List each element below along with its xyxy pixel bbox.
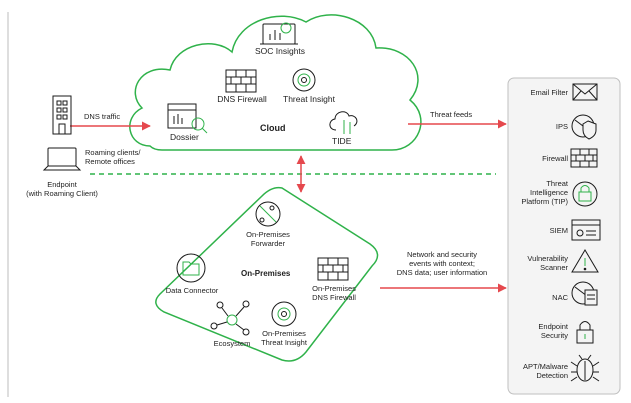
firewall-icon xyxy=(570,148,598,168)
siem-label: SIEM xyxy=(549,226,568,235)
data-connector-icon xyxy=(176,253,206,283)
dns-firewall-icon xyxy=(225,69,257,93)
ips-icon xyxy=(571,114,597,140)
cloud-title: Cloud xyxy=(260,123,286,133)
roaming-clients-line2: Remote offices xyxy=(85,157,135,166)
onprem-threat-insight-icon xyxy=(271,301,297,327)
tip-label-line3: Platform (TIP) xyxy=(521,197,568,206)
onprem-diamond xyxy=(155,186,379,362)
vulnerability-scanner-icon xyxy=(571,249,599,273)
dossier-label: Dossier xyxy=(170,132,199,142)
onprem-dns-firewall-line2: DNS Firewall xyxy=(312,293,356,302)
tide-label: TIDE xyxy=(332,136,352,146)
laptop-icon xyxy=(42,147,82,171)
endpoint-label-line1: Endpoint xyxy=(47,180,77,189)
endpoint-security-label: Endpoint Security xyxy=(512,322,568,340)
tip-label-line2: Intelligence xyxy=(530,188,568,197)
threat-feeds-label: Threat feeds xyxy=(430,110,473,119)
tip-label: Threat Intelligence Platform (TIP) xyxy=(512,179,568,206)
dossier-icon xyxy=(167,103,208,134)
endpoint-security-line1: Endpoint xyxy=(538,322,568,331)
apt-malware-line1: APT/Malware xyxy=(522,362,568,371)
roaming-clients-label: Roaming clients/ Remote offices xyxy=(85,148,140,166)
onprem-title: On-Premises xyxy=(241,269,291,278)
nac-label: NAC xyxy=(552,293,568,302)
endpoint-security-icon xyxy=(576,321,594,344)
cloud-shape xyxy=(129,14,422,151)
endpoint-label: Endpoint (with Roaming Client) xyxy=(16,180,108,198)
apt-malware-bug-icon xyxy=(570,354,600,382)
threat-insight-icon xyxy=(292,68,316,92)
firewall-label: Firewall xyxy=(542,154,568,163)
dns-firewall-label: DNS Firewall xyxy=(217,94,267,104)
onprem-threat-insight-line1: On-Premises xyxy=(262,329,306,338)
network-events-line1: Network and security xyxy=(406,250,478,259)
siem-icon xyxy=(571,219,601,241)
network-events-line2: events with context; xyxy=(409,259,475,268)
ecosystem-label: Ecosystem xyxy=(213,339,251,348)
tip-lock-icon xyxy=(572,181,598,207)
ecosystem-icon xyxy=(210,300,250,336)
onprem-forwarder-line2: Forwarder xyxy=(250,239,286,248)
network-events-line3: DNS data; user information xyxy=(396,268,488,277)
endpoint-label-line2: (with Roaming Client) xyxy=(26,189,98,198)
onprem-threat-insight-label: On-Premises Threat Insight xyxy=(252,329,316,347)
onprem-forwarder-line1: On-Premises xyxy=(246,230,290,239)
vulnerability-scanner-line2: Scanner xyxy=(540,263,568,272)
onprem-forwarder-icon xyxy=(255,201,281,227)
onprem-forwarder-label: On-Premises Forwarder xyxy=(236,230,300,248)
email-filter-label: Email Filter xyxy=(530,88,568,97)
onprem-threat-insight-line2: Threat Insight xyxy=(261,338,307,347)
onprem-dns-firewall-icon xyxy=(317,257,349,281)
apt-malware-label: APT/Malware Detection xyxy=(510,362,568,380)
tide-icon xyxy=(329,111,358,134)
nac-icon xyxy=(571,281,598,306)
vulnerability-scanner-line1: Vulnerability xyxy=(527,254,568,263)
roaming-clients-line1: Roaming clients/ xyxy=(85,148,141,157)
vulnerability-scanner-label: Vulnerability Scanner xyxy=(512,254,568,272)
data-connector-label: Data Connector xyxy=(165,286,219,295)
apt-malware-line2: Detection xyxy=(536,371,568,380)
soc-insights-label: SOC Insights xyxy=(254,46,306,56)
endpoint-security-line2: Security xyxy=(540,331,568,340)
office-building-icon xyxy=(52,95,72,135)
threat-insight-label: Threat Insight xyxy=(283,94,335,104)
ips-label: IPS xyxy=(555,122,568,131)
onprem-dns-firewall-label: On-Premises DNS Firewall xyxy=(302,284,366,302)
dns-traffic-label: DNS traffic xyxy=(84,112,121,121)
tip-label-line1: Threat xyxy=(546,179,568,188)
onprem-dns-firewall-line1: On-Premises xyxy=(312,284,356,293)
email-filter-icon xyxy=(572,83,598,101)
soc-insights-icon xyxy=(260,22,298,45)
security-ecosystem-panel xyxy=(507,77,621,395)
network-events-label: Network and security events with context… xyxy=(382,250,502,277)
